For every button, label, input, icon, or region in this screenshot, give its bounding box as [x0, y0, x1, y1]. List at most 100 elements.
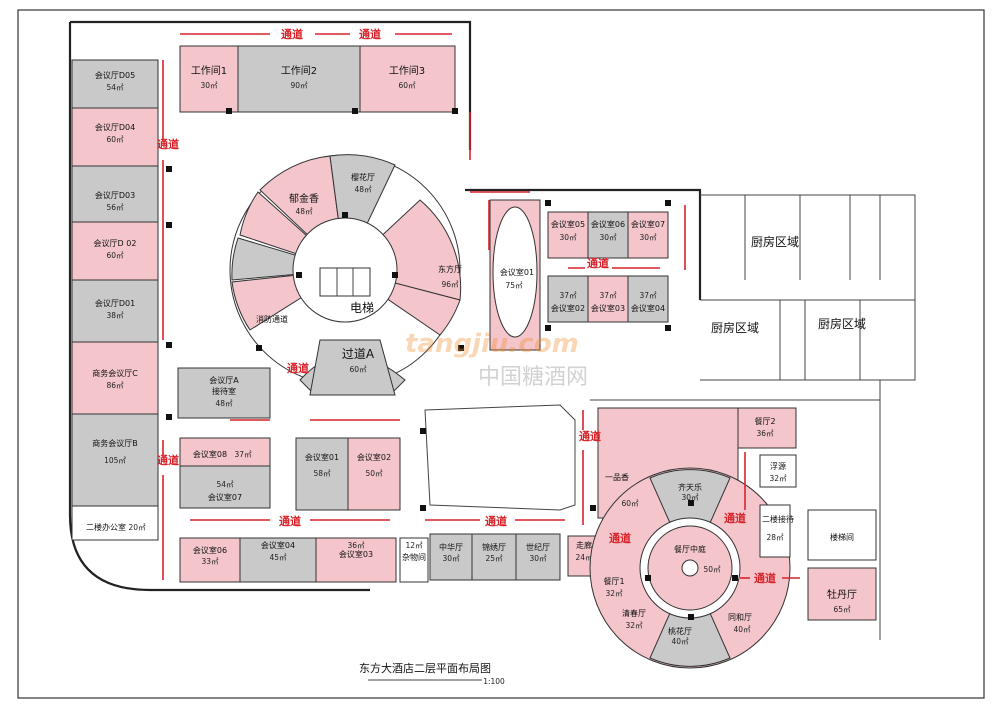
- bizB-label: 商务会议厅B: [92, 438, 138, 448]
- qingchun-label: 清春厅: [622, 608, 646, 618]
- studio3-area: 60㎡: [398, 81, 416, 90]
- office2-area: 20㎡: [128, 523, 146, 532]
- tulip-area: 48㎡: [295, 207, 313, 216]
- yipinxiang-area: 60㎡: [621, 499, 639, 508]
- room-r04b: [627, 275, 669, 323]
- d04-area: 60㎡: [106, 135, 124, 144]
- jinxiu-label: 锦绣厅: [482, 542, 506, 552]
- room-mudan: [807, 567, 877, 621]
- r03c-area: 36㎡: [347, 541, 365, 550]
- d05-label: 会议厅D05: [95, 70, 135, 80]
- r08-area: 37㎡: [234, 450, 252, 459]
- r05-area: 30㎡: [559, 233, 577, 242]
- qitianle-label: 齐天乐: [678, 482, 702, 492]
- tonghe-label: 同和厅: [728, 613, 752, 622]
- qitianle-area: 30㎡: [681, 493, 699, 502]
- studio3-label: 工作间3: [389, 64, 425, 77]
- channel-arrows: [162, 33, 800, 580]
- mudan-area: 65㎡: [833, 605, 851, 614]
- store-label: 杂物间: [402, 552, 426, 562]
- room-studio3: [359, 45, 456, 113]
- structural-columns: [166, 108, 738, 620]
- rest1-label: 餐厅1: [603, 577, 624, 586]
- dongfang-label: 东方厅: [438, 264, 462, 274]
- room-shiji: [515, 533, 561, 581]
- reception2-label: 二楼接待: [762, 514, 794, 524]
- passA-label: 过道A: [342, 347, 375, 361]
- tulip-label: 郁金香: [289, 192, 319, 205]
- r01b-label: 会议室01: [305, 452, 339, 462]
- room-r06: [587, 211, 629, 259]
- channel-label-bottom-1: 通道: [279, 514, 301, 528]
- stairs-label: 楼梯间: [830, 532, 854, 542]
- fuyuan-label: 浮源: [770, 461, 786, 471]
- room-studio1: [179, 45, 239, 113]
- watermark-brand: tangjiu.com: [405, 329, 579, 359]
- d02-label: 会议厅D 02: [94, 238, 137, 248]
- taohua-area: 40㎡: [671, 637, 689, 646]
- room-stairs: [807, 509, 877, 561]
- room-d04: [71, 107, 159, 167]
- room-reception2: [759, 504, 791, 558]
- r02b-label: 会议室02: [551, 303, 585, 313]
- shiji-label: 世纪厅: [526, 542, 550, 552]
- dongfang-area: 96㎡: [441, 280, 459, 289]
- plan-title: 东方大酒店二层平面布局图: [359, 661, 491, 675]
- room-rest2: [737, 407, 797, 449]
- channel-label-left-2: 通道: [157, 453, 179, 467]
- r06c-area: 33㎡: [201, 557, 219, 566]
- room-bizC: [71, 341, 159, 415]
- sakura-area: 48㎡: [354, 185, 372, 194]
- d03-area: 56㎡: [106, 203, 124, 212]
- kitchenA-label: 厨房区域: [751, 234, 799, 249]
- watermark-cn: 中国糖酒网: [478, 365, 588, 390]
- channel-label-bottom-2: 通道: [485, 514, 507, 528]
- r04c-label: 会议室04: [261, 540, 295, 550]
- r01-area: 75㎡: [505, 281, 523, 290]
- hallA-label: 会议厅A: [209, 375, 239, 385]
- d04-label: 会议厅D04: [95, 122, 135, 132]
- shiji-area: 30㎡: [529, 554, 547, 563]
- zhonghua-area: 30㎡: [442, 554, 460, 563]
- corridor-label: 走廊: [576, 540, 592, 550]
- elevator-shafts: [319, 267, 371, 297]
- studio1-label: 工作间1: [191, 64, 227, 77]
- corridor-area: 24㎡: [575, 553, 593, 562]
- kitchen-grid: [590, 195, 881, 401]
- bizC-label: 商务会议厅C: [92, 368, 138, 378]
- kitchenC-label: 厨房区域: [818, 316, 866, 331]
- channel-label-restaurant: 通道: [579, 429, 601, 443]
- r04b-label: 会议室04: [631, 303, 665, 313]
- r04c-area: 45㎡: [269, 553, 287, 562]
- d01-area: 38㎡: [106, 311, 124, 320]
- channel-label-mid: 通道: [587, 256, 609, 270]
- passA-area: 60㎡: [349, 365, 367, 374]
- channel-label-center: 通道: [287, 361, 309, 375]
- r06-area: 30㎡: [599, 233, 617, 242]
- kitchen-walls: [700, 194, 916, 640]
- room-r03c: [315, 537, 397, 583]
- room-fuyuan: [759, 454, 797, 488]
- r02c-label: 会议室02: [357, 452, 391, 462]
- office2-label: 二楼办公室: [86, 522, 126, 532]
- fuyuan-area: 32㎡: [769, 474, 787, 483]
- r03b-area: 37㎡: [599, 291, 617, 300]
- room-d03: [71, 165, 159, 223]
- r04b-area: 37㎡: [639, 291, 657, 300]
- zhonghua-label: 中华厅: [439, 542, 463, 552]
- r06-label: 会议室06: [591, 219, 625, 229]
- room-r07b: [179, 465, 271, 509]
- hallA-sub: 接待室: [212, 386, 236, 396]
- elevator-label: 电梯: [350, 301, 374, 315]
- fireway-label: 消防通道: [256, 314, 288, 324]
- r08-label: 会议室08: [193, 449, 227, 459]
- outer-wall-west: [68, 20, 472, 592]
- rest2-label: 餐厅2: [754, 417, 775, 426]
- mudan-label: 牡丹厅: [827, 588, 857, 601]
- room-d02: [71, 221, 159, 281]
- kitchenB-label: 厨房区域: [711, 320, 759, 335]
- room-store: [399, 537, 429, 583]
- yipinxiang-label: 一品香: [605, 472, 629, 482]
